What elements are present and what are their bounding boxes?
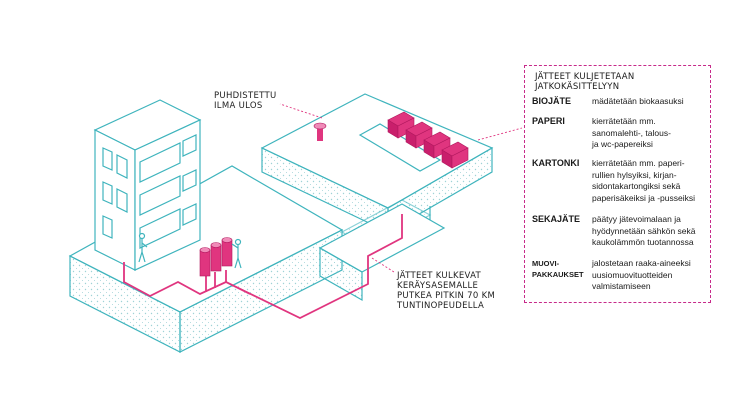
legend-description: kierrätetään mm. sanomalehti-, talous- j… [592,116,710,151]
exhaust-vent [313,122,327,141]
description-line: sanomalehti-, talous- [592,127,671,138]
callout-line: PUTKEA PITKIN 70 KM [397,291,496,301]
legend-term: PAPERI [532,116,565,126]
legend-term: KARTONKI [532,158,580,168]
ground-slab [68,165,344,353]
callout-line: JÄTTEET KULKEVAT [397,271,482,281]
description-line: ja wc-papereiksi [592,139,653,149]
callout-line: TUNTINOPEUDELLA [397,301,485,311]
waste-pipe [123,214,403,320]
description-line: sidontakartongiksi sekä [592,181,681,191]
ground-slab-station [318,203,446,302]
legend-description: kierrätetään mm. paperi- rullien hylsyik… [592,158,710,204]
description-line: paperisäkeiksi ja -pusseiksi [592,192,695,203]
legend-term: MUOVI- PAKKAUKSET [532,258,592,280]
waste-containers [387,111,469,169]
description-line: päätyy jätevoimalaan ja [592,214,681,224]
waste-inlets [199,237,233,277]
callout-clean-air: PUHDISTETTU ILMA ULOS [214,91,277,111]
apartment-tower [93,99,202,271]
resident-figure [138,232,242,269]
legend-panel: JÄTTEET KULJETETAAN JATKOKÄSITTELYYN BIO… [524,65,711,303]
leader-lines [279,103,523,273]
description-line: hyödynnetään sähkön sekä [592,225,696,236]
legend-title: JÄTTEET KULJETETAAN JATKOKÄSITTELYYN [535,72,635,92]
legend-term: BIOJÄTE [532,96,572,106]
callout-line: ILMA ULOS [214,101,263,111]
description-line: valmistamiseen [592,281,651,291]
description-line: kierrätetään mm. paperi- [592,158,685,168]
legend-description: päätyy jätevoimalaan ja hyödynnetään säh… [592,214,710,249]
legend-description: jalostetaan raaka-aineeksi uusiomuovituo… [592,258,710,293]
description-line: uusiomuovituotteiden [592,269,673,280]
description-line: rullien hylsyiksi, kirjan- [592,169,677,180]
legend-description: mädätetään biokaasuksi [592,96,710,108]
description-line: kaukolämmön tuotannossa [592,237,694,247]
description-line: jalostetaan raaka-aineeksi [592,258,691,268]
term-line: PAKKAUKSET [532,270,584,279]
callout-pipe-transport: JÄTTEET KULKEVAT KERÄYSASEMALLE PUTKEA P… [397,271,495,311]
description-line: mädätetään biokaasuksi [592,96,684,106]
description-line: kierrätetään mm. [592,116,656,126]
term-line: MUOVI- [532,259,560,268]
callout-line: PUHDISTETTU [214,91,277,101]
legend-term: SEKAJÄTE [532,214,581,224]
callout-line: KERÄYSASEMALLE [397,281,479,291]
